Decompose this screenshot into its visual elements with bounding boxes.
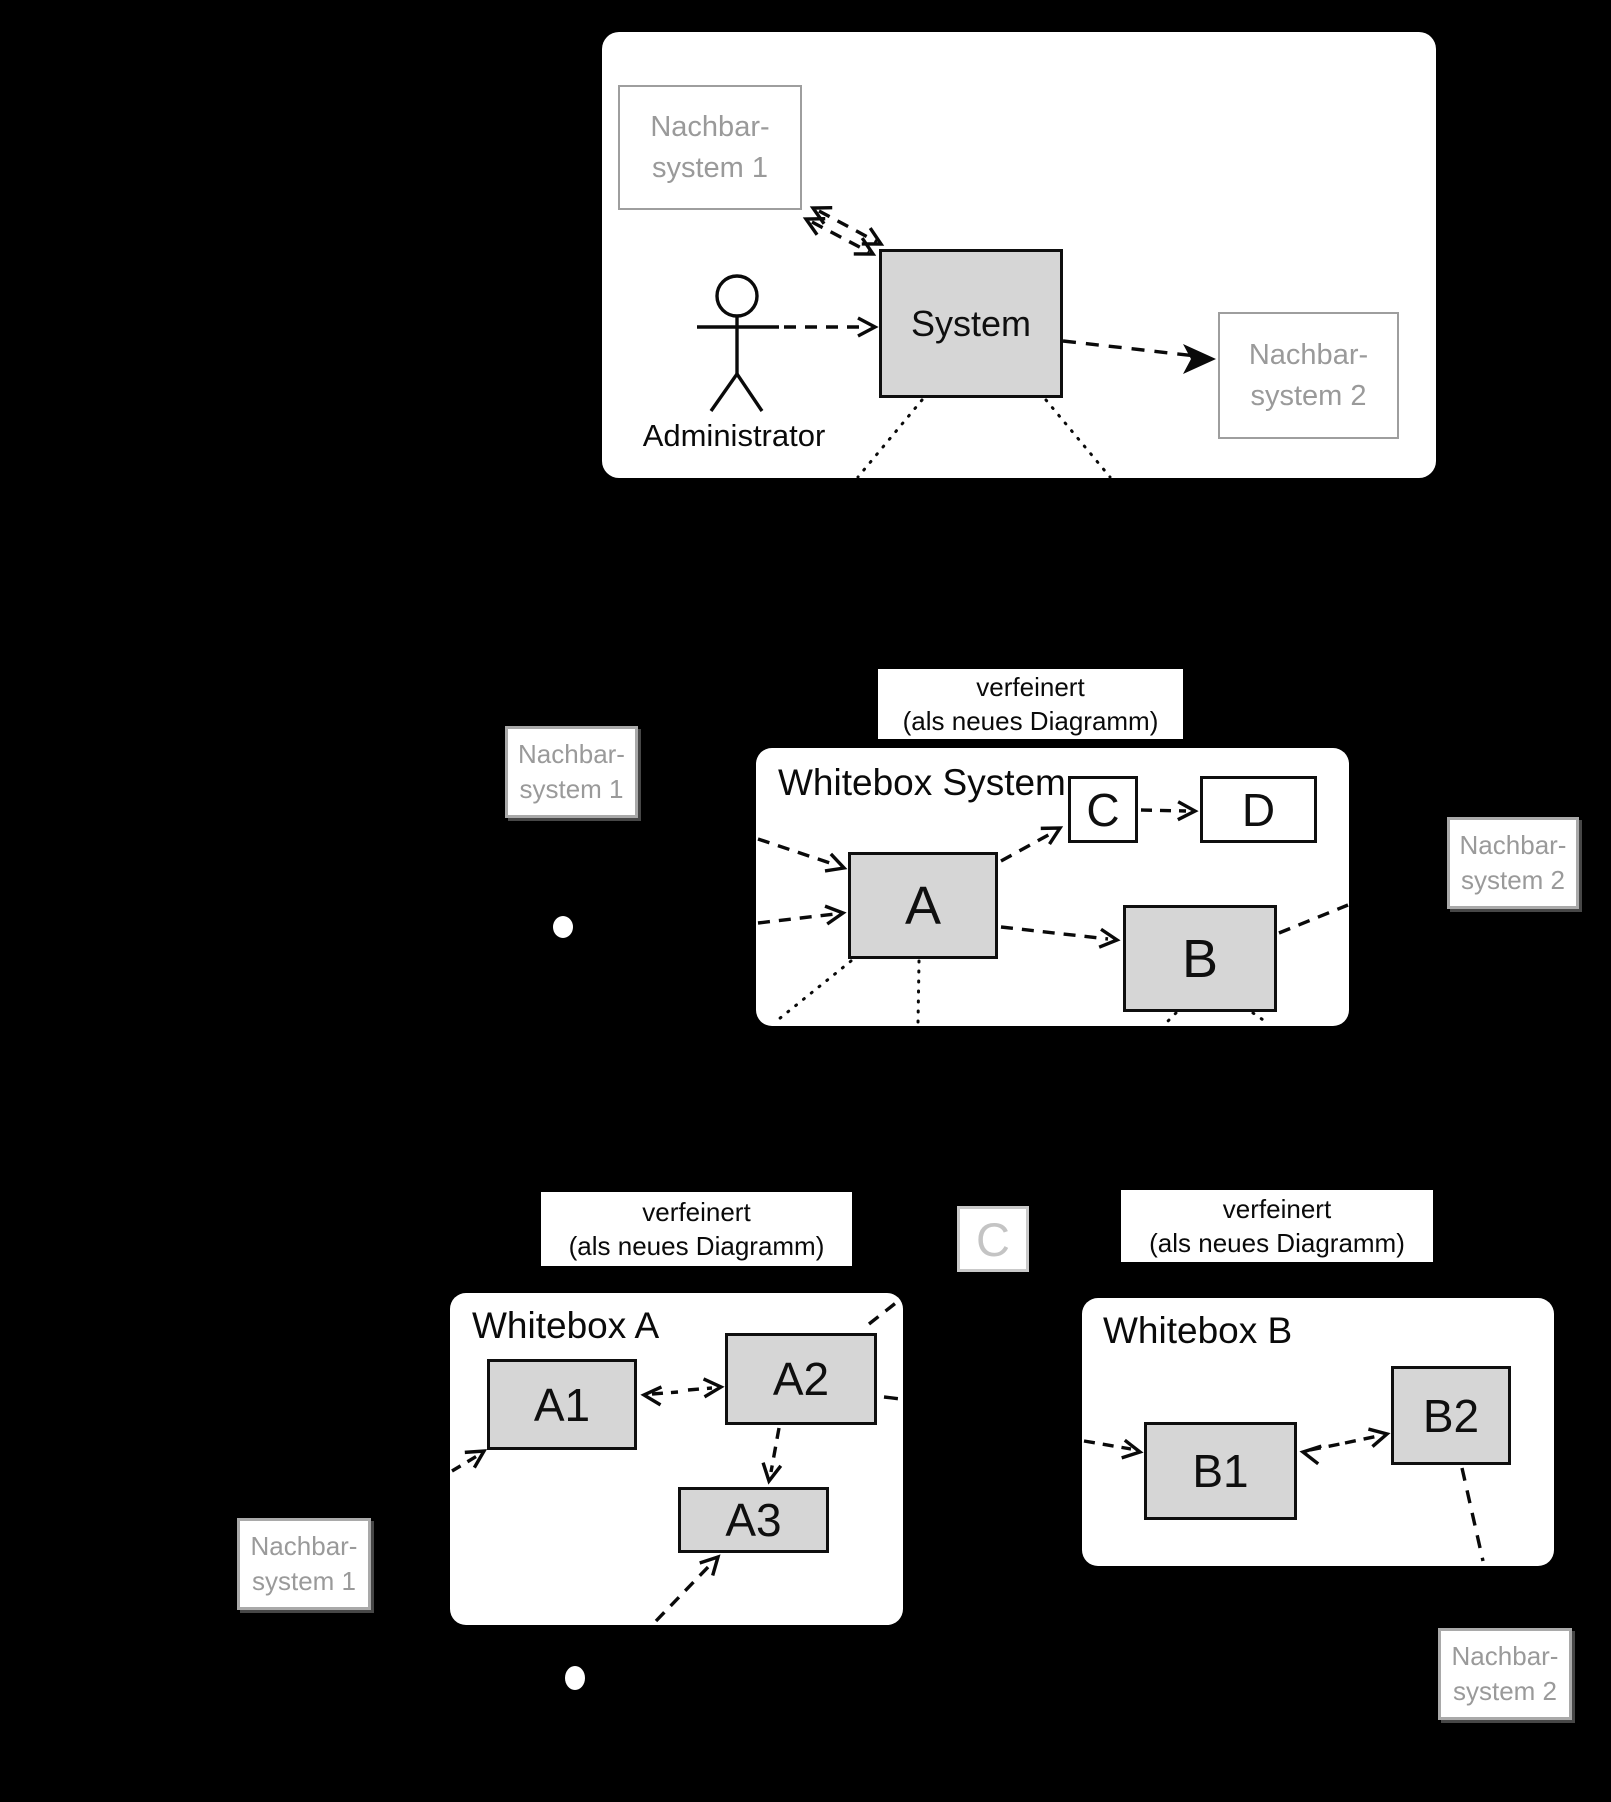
refine-label-line1: verfeinert: [976, 672, 1085, 702]
refinement-trace-dotted: [856, 398, 1112, 479]
neighbor-label: Nachbar-: [1451, 1641, 1559, 1671]
component-d-box: D: [1200, 776, 1317, 843]
neighbor-label: system 2: [1460, 865, 1566, 895]
neighbor-system-2-box-l2: Nachbar- system 2: [1447, 817, 1579, 909]
whitebox-system-title: Whitebox System: [778, 762, 1066, 803]
component-a-label: A: [904, 875, 942, 936]
system-box: System: [879, 249, 1063, 398]
component-a-box: A: [848, 852, 998, 959]
refine-label-line1: verfeinert: [1222, 1194, 1332, 1224]
neighbor-system-2-label-line2: system 2: [1250, 379, 1367, 412]
refine-label-line2: (als neues Diagramm): [1149, 1228, 1405, 1258]
component-a2-label: A2: [772, 1353, 830, 1405]
filled-arrowhead: [1183, 344, 1216, 374]
system-label: System: [910, 302, 1032, 344]
refine-label-system: verfeinert (als neues Diagramm): [878, 669, 1183, 739]
component-b-label: B: [1181, 928, 1219, 989]
neighbor-system-1-box-l2: Nachbar- system 1: [505, 726, 638, 818]
system-ns2-connector: [1062, 339, 1197, 358]
neighbor-label: system 1: [519, 774, 624, 804]
actor-head-icon: [553, 916, 573, 938]
ns1-system-connector: [811, 209, 878, 254]
neighbor-system-1-label-line2: system 1: [651, 151, 769, 184]
neighbor-system-2-box-l3: Nachbar- system 2: [1438, 1628, 1572, 1720]
component-a2-box: A2: [725, 1333, 877, 1425]
whitebox-b-title: Whitebox B: [1103, 1310, 1293, 1351]
neighbor-label: Nachbar-: [250, 1531, 358, 1561]
component-b-box: B: [1123, 905, 1277, 1012]
neighbor-label: system 2: [1452, 1676, 1558, 1706]
component-b2-label: B2: [1422, 1389, 1480, 1442]
refine-label-a: verfeinert (als neues Diagramm): [541, 1192, 852, 1266]
neighbor-system-2-label-line1: Nachbar-: [1248, 338, 1369, 371]
administrator-label: Administrator: [642, 418, 826, 453]
component-c-box: C: [1068, 776, 1138, 843]
neighbor-system-2-box: Nachbar- system 2: [1218, 312, 1399, 439]
component-a3-box: A3: [678, 1487, 829, 1553]
refine-label-line1: verfeinert: [642, 1197, 751, 1227]
neighbor-label: system 1: [251, 1566, 357, 1596]
component-b1-label: B1: [1192, 1445, 1249, 1497]
neighbor-label: Nachbar-: [1459, 830, 1567, 860]
component-a1-box: A1: [487, 1359, 637, 1450]
refine-label-line2: (als neues Diagramm): [568, 1231, 825, 1261]
component-c-label: C: [1086, 783, 1120, 836]
component-b2-box: B2: [1391, 1366, 1511, 1465]
whitebox-a-title: Whitebox A: [472, 1305, 660, 1346]
neighbor-system-1-box-l3: Nachbar- system 1: [237, 1518, 371, 1610]
refine-label-b: verfeinert (als neues Diagramm): [1121, 1190, 1433, 1262]
neighbor-system-1-box: Nachbar- system 1: [618, 85, 802, 210]
component-a3-label: A3: [725, 1494, 782, 1546]
refine-label-line2: (als neues Diagramm): [902, 706, 1159, 736]
actor-icon: [697, 274, 779, 412]
component-c-link-box: C: [957, 1206, 1029, 1272]
actor-head-icon: [565, 1666, 585, 1690]
component-a1-label: A1: [533, 1378, 591, 1431]
component-c-link-label: C: [976, 1212, 1010, 1266]
component-b1-box: B1: [1144, 1422, 1297, 1520]
component-d-label: D: [1241, 783, 1276, 836]
neighbor-system-1-label-line1: Nachbar-: [650, 110, 770, 143]
neighbor-label: Nachbar-: [518, 739, 625, 769]
